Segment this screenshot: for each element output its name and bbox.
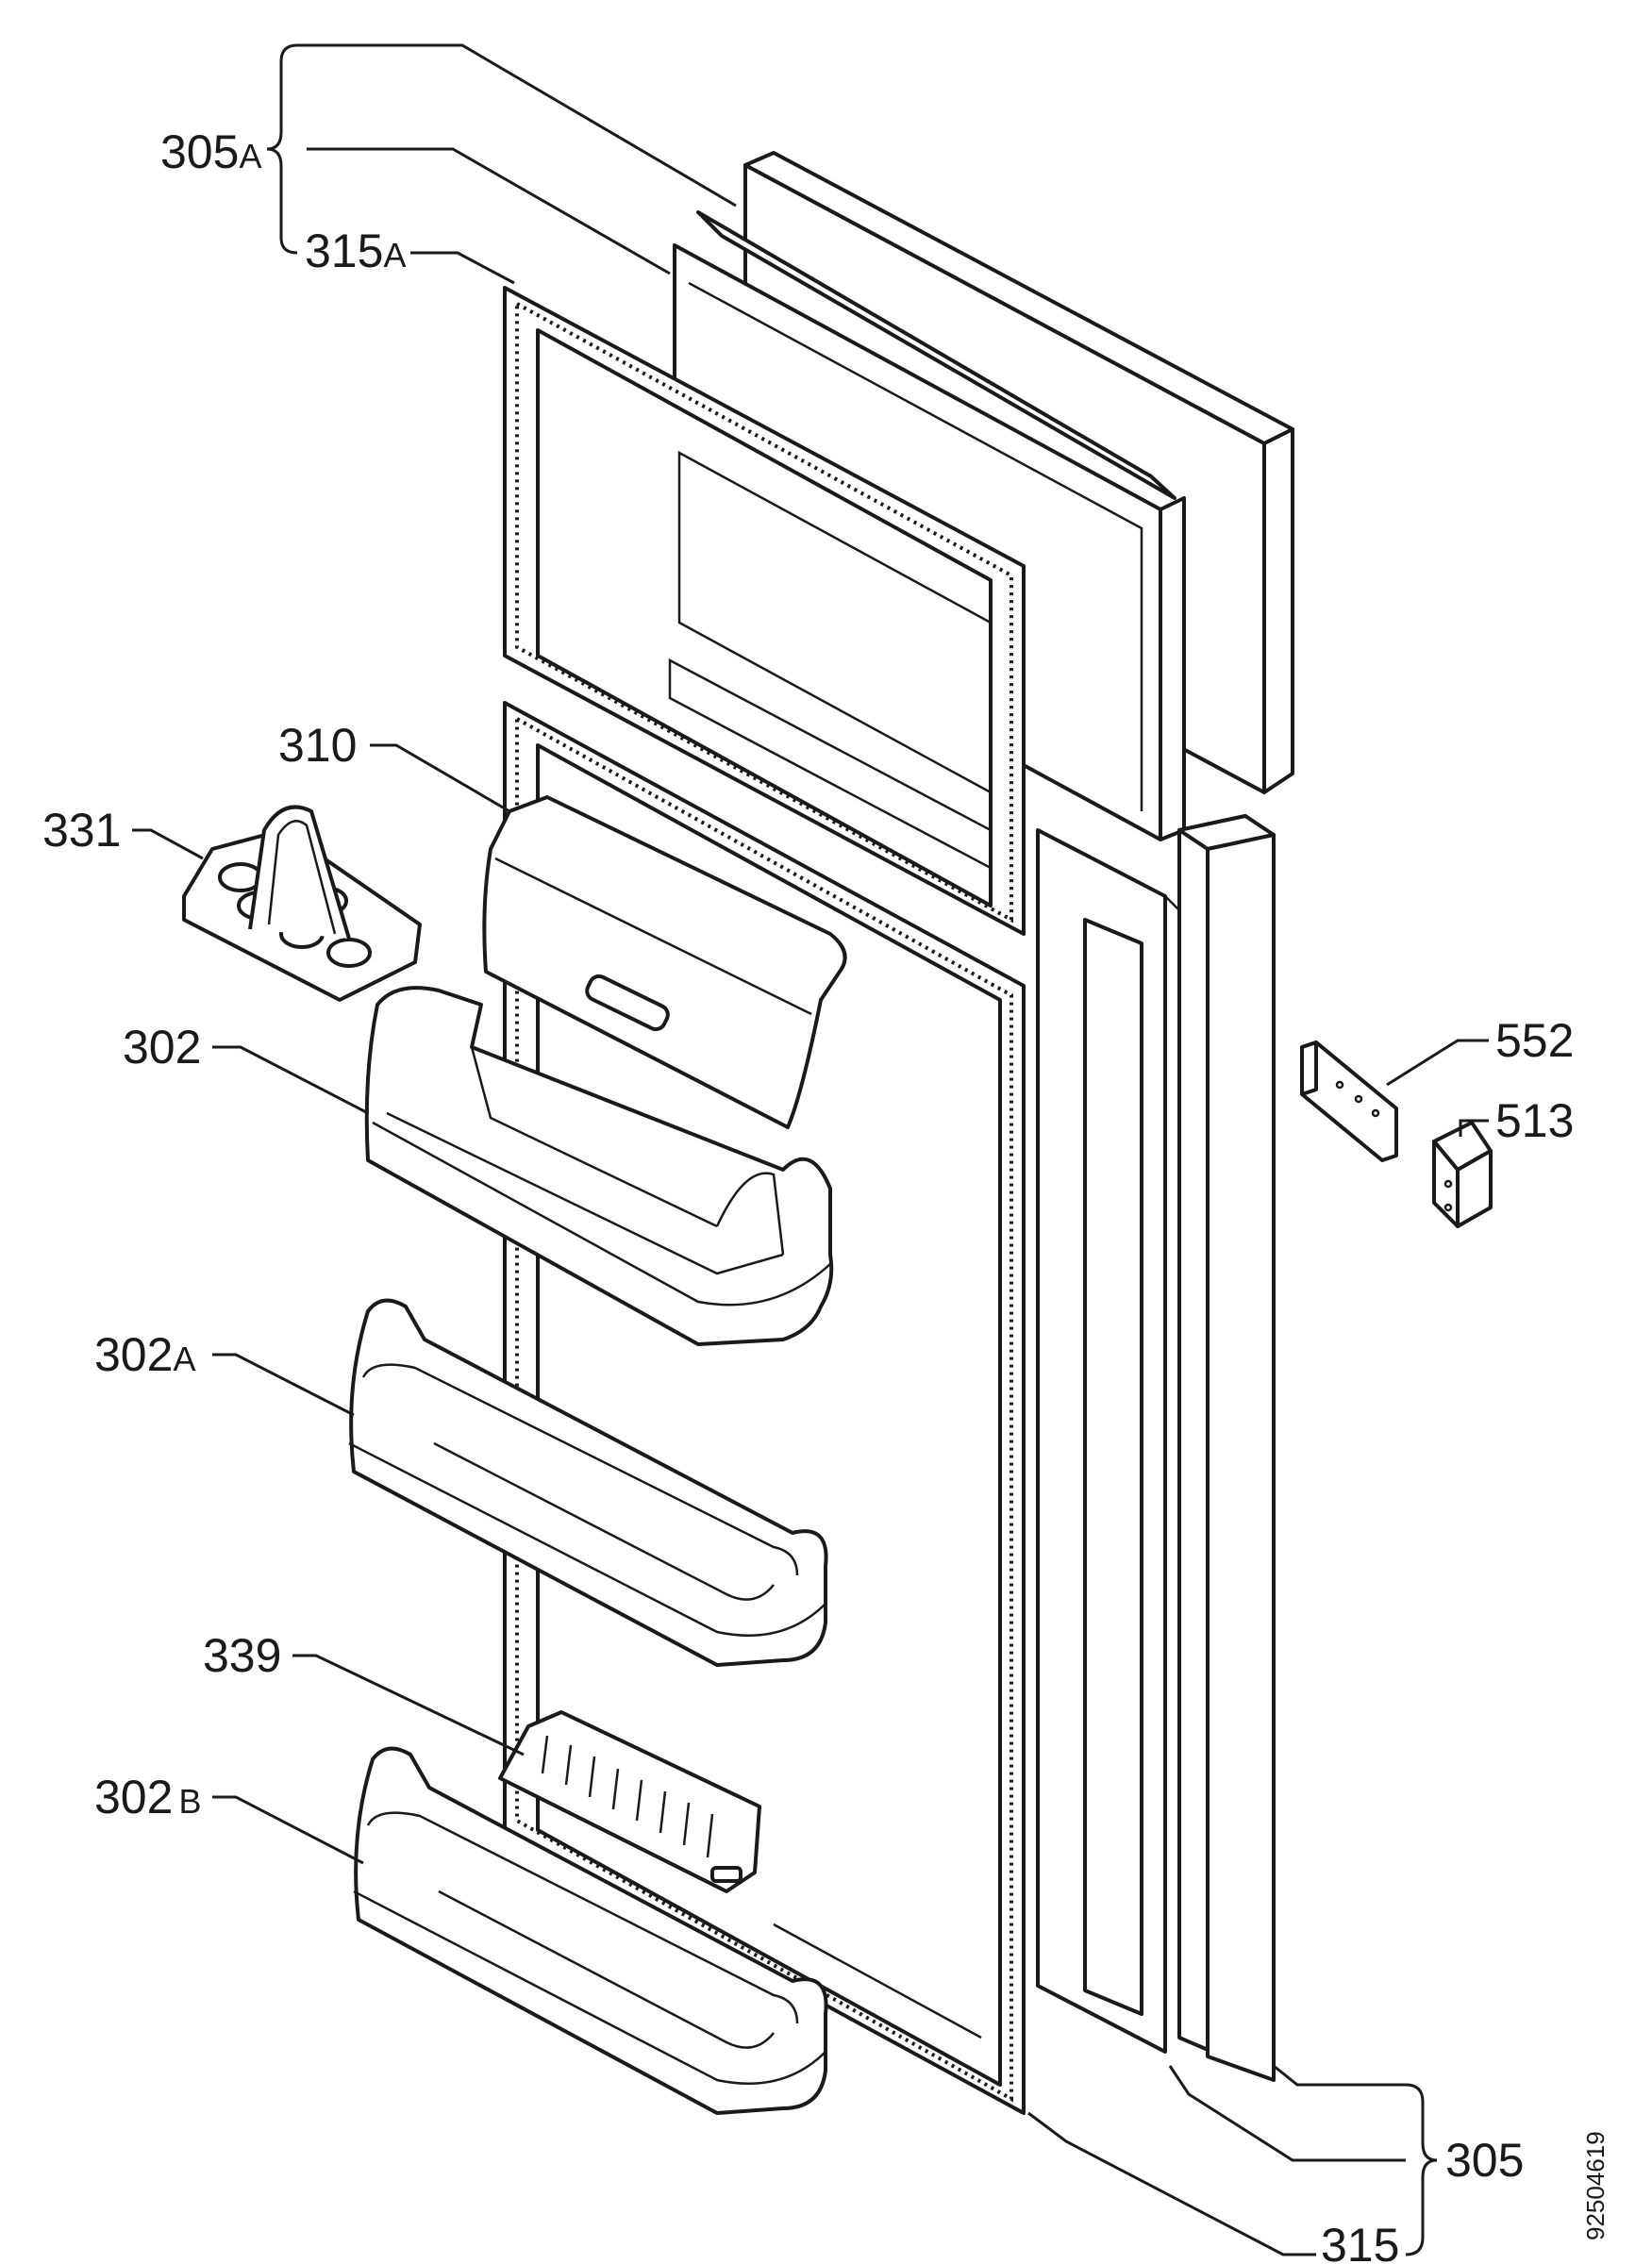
drawing-number: 92504619 [1581, 2131, 1610, 2240]
hinge-bracket-513 [1432, 1121, 1493, 1228]
label-339: 339 [203, 1629, 281, 1682]
fridge-door-inner-liner [1036, 828, 1180, 2054]
door-shelf-302A [348, 1298, 828, 1667]
brace-305 [1405, 2083, 1438, 2256]
label-315: 315 [1321, 2219, 1399, 2264]
label-305: 305 [1445, 2134, 1524, 2187]
fridge-door-outer-panel [1177, 814, 1276, 2082]
label-552: 552 [1495, 1014, 1574, 1067]
dairy-flap-310 [482, 795, 847, 1129]
door-shelf-302 [364, 986, 834, 1346]
egg-tray-331 [182, 805, 422, 1002]
label-331: 331 [42, 804, 121, 857]
brace-305A [266, 43, 298, 255]
door-shelf-302B [353, 1746, 828, 2115]
label-315A: 315A [305, 225, 406, 277]
freezer-door-gasket [503, 286, 1026, 936]
label-310: 310 [278, 719, 357, 772]
label-513: 513 [1495, 1094, 1574, 1147]
label-302A: 302A [94, 1328, 195, 1381]
leader-lines [132, 43, 1489, 2256]
label-305A: 305A [160, 125, 261, 178]
bottle-retainer-339 [498, 1710, 761, 1893]
label-302: 302 [123, 1021, 201, 1074]
hinge-plate-552 [1300, 1040, 1398, 1162]
